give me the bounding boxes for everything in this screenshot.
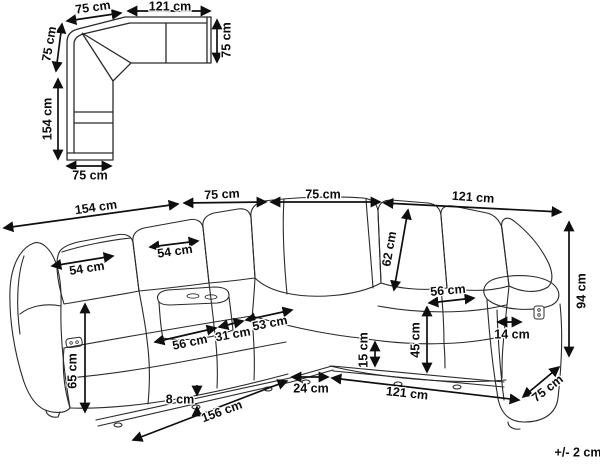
svg-text:53 cm: 53 cm: [251, 313, 288, 334]
dim-back-cushion-54-a: 54 cm: [50, 252, 115, 279]
seat-seam-3: [251, 277, 256, 319]
right-seat-fold: [377, 304, 507, 313]
svg-text:54 cm: 54 cm: [68, 259, 105, 278]
seat-front-seam-3: [251, 317, 255, 381]
seat-seam-2: [208, 282, 215, 327]
recliner-control-icon: [533, 305, 545, 320]
right-arm-foot: [507, 421, 521, 430]
dim-label: 121 cm: [149, 0, 191, 13]
plinth-right-bottom: [332, 370, 505, 388]
plan-view: 75 cm 121 cm 75 cm 75 cm 154 cm 75 cm: [38, 0, 235, 184]
seat-front-seam-1: [146, 339, 150, 405]
svg-text:121 cm: 121 cm: [385, 384, 429, 402]
dim-backrest-62: 62 cm: [378, 208, 412, 292]
dim-plan-length: 154 cm: [39, 77, 64, 161]
plan-backrest-line: [73, 22, 207, 153]
dim-height-94: 94 cm: [563, 220, 590, 358]
svg-text:56 cm: 56 cm: [430, 282, 467, 299]
dim-base-15: 15 cm: [355, 331, 381, 369]
plan-outline: [66, 16, 212, 161]
right-arm-boundary: [501, 345, 504, 379]
plan-corner-seam-a: [81, 32, 132, 64]
dim-label: 154 cm: [40, 98, 54, 140]
corner-back-cushion: [250, 196, 382, 297]
right-armrest-body: [486, 299, 563, 423]
right-seat-seam-2: [502, 285, 510, 347]
back-cushion-1-roll: [61, 237, 132, 253]
corner-back-seam-b: [365, 198, 374, 289]
left-arm-foot: [45, 409, 61, 418]
svg-text:62 cm: 62 cm: [379, 230, 399, 267]
right-seat-front-seam: [443, 343, 446, 369]
plan-corner-seam-b: [81, 32, 114, 82]
dim-seat-56-left: 56 cm: [153, 324, 218, 354]
dim-top-121: 121 cm: [382, 188, 563, 218]
right-back-roll: [501, 217, 553, 292]
dim-seat-height-45: 45 cm: [407, 305, 433, 374]
cupholder-icon: [186, 293, 200, 299]
left-arm-pad-line: [19, 304, 62, 315]
foot: [113, 422, 123, 428]
plinth-corner: [289, 365, 334, 383]
svg-text:14 cm: 14 cm: [494, 327, 529, 341]
dim-depth-75: 75 cm: [521, 365, 567, 406]
dim-armrest-14: 14 cm: [493, 316, 531, 343]
foot: [452, 384, 462, 390]
dim-top-154: 154 cm: [2, 196, 180, 233]
dim-label: 75 cm: [39, 25, 59, 62]
corner-seat-nose: [251, 315, 505, 345]
tolerance-note: +/- 2 cm: [555, 445, 600, 459]
dimensions: 154 cm 75 cm 75 cm 121 cm 54 cm 54 cm 62…: [2, 185, 590, 442]
svg-text:45 cm: 45 cm: [408, 322, 422, 357]
seat-seam-1: [138, 290, 148, 341]
left-arm-seam: [17, 255, 25, 335]
dim-clearance-8: 8 cm: [165, 385, 203, 417]
svg-text:154 cm: 154 cm: [74, 197, 118, 217]
right-seat-seam-1: [440, 287, 445, 345]
right-armrest-pad: [483, 275, 560, 310]
svg-text:15 cm: 15 cm: [356, 332, 370, 367]
dim-front-156: 156 cm: [131, 379, 289, 442]
back-cushion-3: [202, 208, 256, 284]
dim-plan-corner-top: 75 cm: [65, 0, 123, 26]
svg-text:24 cm: 24 cm: [293, 381, 328, 395]
svg-text:65 cm: 65 cm: [65, 353, 79, 388]
dim-top-75-right: 75 cm: [269, 186, 382, 208]
dim-plan-bottom: 75 cm: [65, 160, 113, 184]
dim-back-cushion-54-b: 54 cm: [148, 236, 200, 262]
dim-seat-53: 53 cm: [244, 306, 294, 335]
svg-text:75 cm: 75 cm: [305, 187, 340, 201]
dim-label: 75 cm: [219, 22, 233, 57]
seat-front-left-edge: [62, 347, 71, 409]
dim-arm-height-65: 65 cm: [64, 302, 91, 414]
dim-plan-left-upper: 75 cm: [38, 22, 67, 73]
svg-text:54 cm: 54 cm: [156, 242, 193, 261]
svg-text:8 cm: 8 cm: [166, 392, 195, 406]
svg-text:75 cm: 75 cm: [204, 186, 240, 202]
cupholder-icon: [204, 294, 218, 300]
dim-label: 75 cm: [74, 0, 111, 17]
svg-text:94 cm: 94 cm: [574, 273, 588, 308]
plinth-left-bottom: [97, 381, 292, 427]
dim-label: 75 cm: [72, 168, 107, 182]
svg-text:121 cm: 121 cm: [451, 189, 494, 206]
svg-text:56 cm: 56 cm: [171, 332, 209, 353]
dim-plan-right-depth: 75 cm: [211, 18, 235, 64]
dim-top-75-left: 75 cm: [182, 185, 268, 209]
dim-plan-width: 121 cm: [126, 0, 212, 17]
seat-front-roll-line: [67, 341, 287, 379]
dim-seat-56-right: 56 cm: [427, 281, 476, 308]
back-cushion-2: [132, 218, 210, 292]
dim-corner-24: 24 cm: [290, 371, 330, 397]
dim-front-121: 121 cm: [330, 373, 521, 405]
corner-back-seam-a: [282, 198, 288, 295]
